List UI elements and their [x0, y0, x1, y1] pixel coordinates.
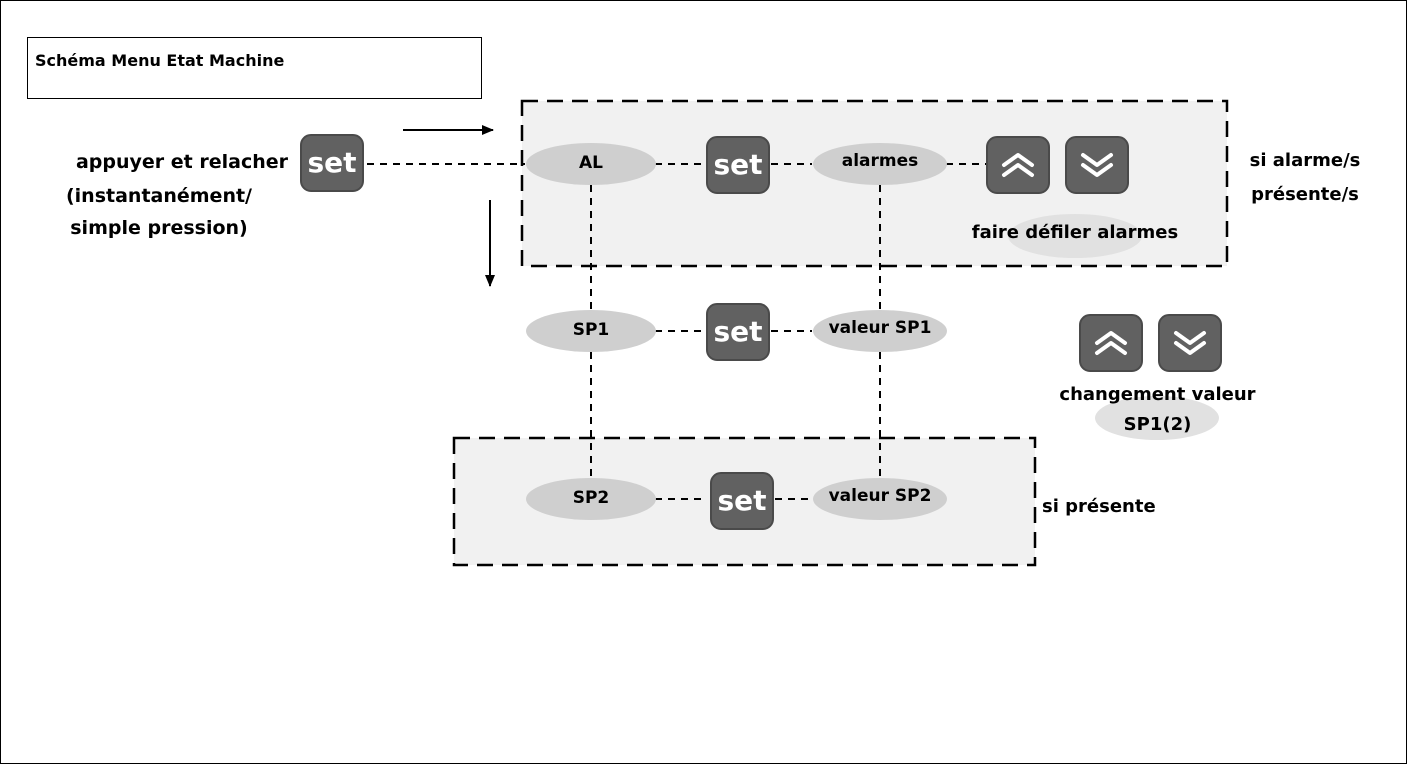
alarm-condition-line-1: si alarme/s	[1249, 150, 1361, 171]
alarm-condition-line-2: présente/s	[1251, 184, 1359, 205]
node-al	[526, 143, 656, 185]
up-chevrons-icon	[1095, 331, 1127, 355]
node-valeur-sp1-label: valeur SP1	[828, 318, 932, 338]
sp2-set-button[interactable]: set	[710, 472, 774, 530]
node-sp2-label: SP2	[572, 488, 610, 508]
node-scroll-alarms-bg	[1008, 214, 1142, 258]
value-down-button[interactable]	[1158, 314, 1222, 372]
node-valeur-sp2	[813, 478, 947, 520]
node-alarmes-label: alarmes	[841, 151, 919, 171]
sp1-set-button[interactable]: set	[706, 303, 770, 361]
change-value-line-2: SP1(2)	[1123, 414, 1192, 435]
alarm-up-button[interactable]	[986, 136, 1050, 194]
down-chevrons-icon	[1081, 153, 1113, 177]
change-value-line-1: changement valeur	[1059, 384, 1256, 405]
if-present-note: si présente	[1042, 496, 1156, 517]
al-set-button[interactable]: set	[706, 136, 770, 194]
node-sp1-label: SP1	[572, 320, 610, 340]
node-change-value-bg	[1095, 396, 1219, 440]
node-valeur-sp2-label: valeur SP2	[828, 486, 932, 506]
down-chevrons-icon	[1174, 331, 1206, 355]
entry-instruction-line-3: simple pression)	[70, 217, 248, 239]
node-al-label: AL	[579, 153, 603, 173]
node-sp1	[526, 310, 656, 352]
alarm-down-button[interactable]	[1065, 136, 1129, 194]
node-valeur-sp1	[813, 310, 947, 352]
entry-set-button[interactable]: set	[300, 134, 364, 192]
entry-instruction-line-1: appuyer et relacher	[75, 151, 288, 173]
node-alarmes	[813, 143, 947, 185]
value-up-button[interactable]	[1079, 314, 1143, 372]
up-chevrons-icon	[1002, 153, 1034, 177]
entry-instruction-line-2: (instantanément/	[65, 185, 252, 207]
scroll-alarms-note: faire défiler alarmes	[971, 222, 1179, 243]
diagram-title: Schéma Menu Etat Machine	[35, 51, 285, 70]
title-box: Schéma Menu Etat Machine	[27, 37, 482, 99]
connectors	[367, 163, 986, 500]
node-sp2	[526, 478, 656, 520]
